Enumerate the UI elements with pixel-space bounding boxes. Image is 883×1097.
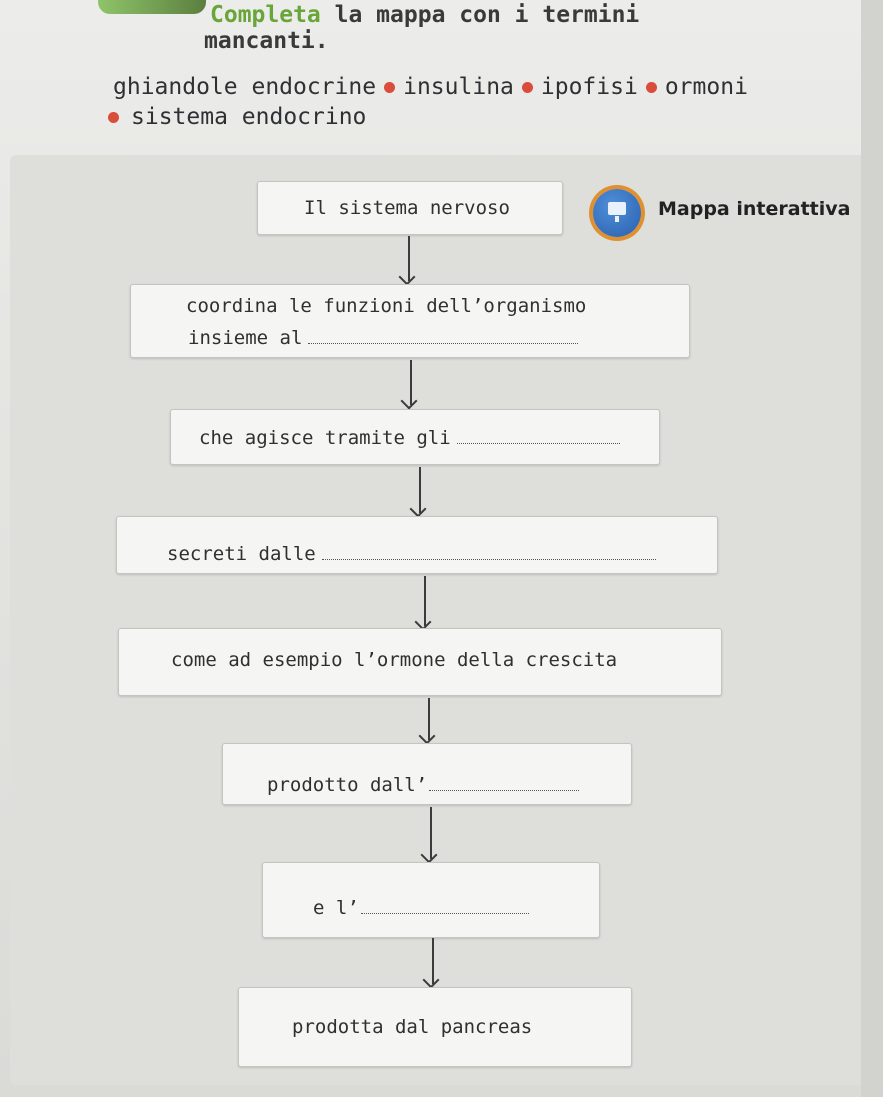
bullet-dot-icon [384,82,396,93]
arrow-down-icon [430,807,432,859]
term-item: ghiandole endocrine [113,74,377,100]
bullet-dot-icon [521,82,533,93]
map-node-text: come ad esempio l’ormone della crescita [171,649,618,671]
map-node-sistema-nervoso: Il sistema nervoso [257,181,563,235]
answer-blank[interactable] [321,558,656,560]
map-node-secreti: secreti dalle [116,516,718,574]
map-node-text: prodotta dal pancreas [292,1016,533,1038]
map-node-pancreas: prodotta dal pancreas [238,987,632,1067]
arrow-down-icon [424,576,426,626]
exercise-title-rest: la mappa con i termini [334,2,640,28]
exercise-badge-icon [98,0,206,14]
map-node-prodotto: prodotto dall’ [222,743,632,805]
exercise-title-line2: mancanti. [204,28,329,54]
map-node-tramite: che agisce tramite gli [170,409,660,465]
answer-blank[interactable] [360,912,529,914]
map-node-e-l: e l’ [262,862,600,938]
map-node-ormone-crescita: come ad esempio l’ormone della crescita [118,628,722,696]
term-item: ipofisi [540,74,638,100]
page-edge [861,0,883,1097]
map-node-text: Il sistema nervoso [304,197,510,219]
map-node-text: secreti dalle [167,543,656,565]
map-node-text: e l’ [313,897,529,919]
answer-blank[interactable] [308,342,579,344]
map-node-coordina: coordina le funzioni dell’organismo insi… [130,284,690,358]
monitor-icon[interactable] [593,189,641,237]
interactive-map-link[interactable]: Mappa interattiva [658,198,851,220]
bullet-dot-icon [645,82,657,93]
answer-blank[interactable] [429,789,580,791]
map-node-text: prodotto dall’ [267,774,580,796]
arrow-down-icon [408,236,410,281]
arrow-down-icon [432,938,434,984]
exercise-title-accent: Completa [210,2,321,28]
bullet-dot-icon [108,112,119,123]
term-item: ormoni [664,74,748,100]
map-node-text: coordina le funzioni dell’organismo [186,295,587,317]
arrow-down-icon [410,360,412,405]
terms-line-1: ghiandole endocrine insulina ipofisi ormoni [113,74,748,100]
answer-blank[interactable] [456,442,620,444]
exercise-title: Completa la mappa con i termini [210,2,639,28]
terms-line-2: sistema endocrino [108,104,366,130]
map-node-text: che agisce tramite gli [199,427,620,449]
term-item: sistema endocrino [131,104,367,130]
term-item: insulina [403,74,514,100]
arrow-down-icon [419,467,421,513]
map-node-text: insieme al [188,327,579,349]
arrow-down-icon [428,698,430,740]
